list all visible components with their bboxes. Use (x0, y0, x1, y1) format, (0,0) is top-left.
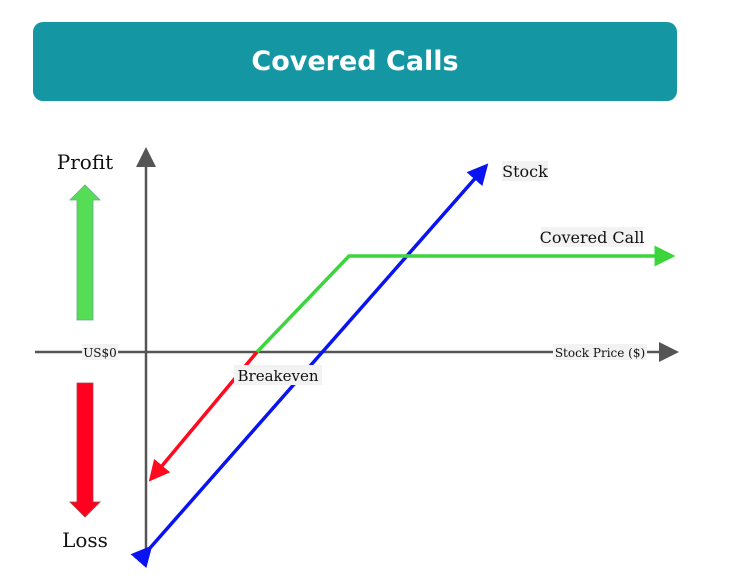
loss-arrow-icon (69, 382, 101, 518)
loss-label: Loss (62, 528, 108, 552)
x-axis-label: Stock Price ($) (555, 346, 645, 360)
profit-arrow-icon (69, 184, 101, 321)
profit-label: Profit (57, 150, 113, 174)
title-banner: Covered Calls (33, 22, 677, 101)
stock-label: Stock (502, 162, 548, 181)
zero-label: US$0 (83, 346, 117, 360)
breakeven-label: Breakeven (238, 367, 319, 385)
covered-call-line (255, 245, 676, 354)
stock-line (130, 163, 489, 569)
covered-call-label: Covered Call (540, 228, 645, 247)
page-title: Covered Calls (251, 46, 459, 77)
